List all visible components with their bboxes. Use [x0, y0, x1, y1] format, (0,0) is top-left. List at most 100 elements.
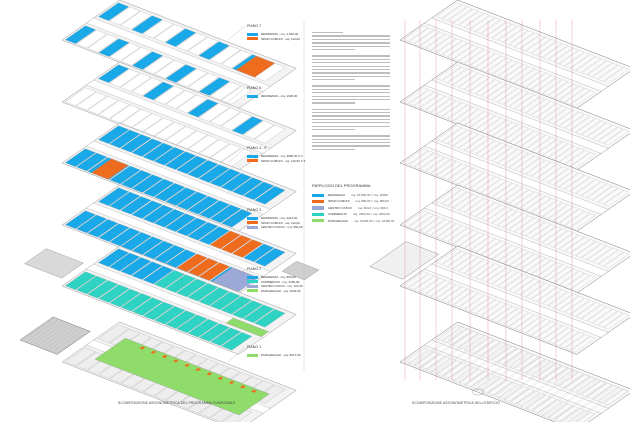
room-cell: [198, 103, 230, 122]
wall-partition: [425, 219, 451, 236]
floor-legend-piano45: RESIDENZA - mq. 3800,00 X 2 SPAZI COMUNI…: [247, 154, 305, 163]
wall-partition: [592, 125, 618, 142]
text-line: [312, 38, 390, 41]
stair-core: [184, 363, 190, 367]
legend-label: COMMERCIO - mq. 3450,00: [261, 279, 300, 284]
wall-partition: [469, 138, 495, 155]
wall-partition: [458, 257, 484, 274]
wall-partition: [497, 149, 523, 166]
ground-hatch: [32, 321, 67, 346]
legend-label: SPAZI COMUNI - mq. 110,00: [261, 36, 300, 41]
functional-program-stack: [19, 0, 320, 422]
ground-block: [19, 316, 91, 355]
wall-partition: [458, 170, 485, 187]
wall-partition: [469, 261, 495, 278]
wall-partition: [553, 268, 580, 285]
wall-partition: [586, 60, 613, 77]
building-level-4: [399, 122, 630, 232]
wall-partition: [403, 87, 429, 104]
wall-partition: [514, 253, 540, 270]
wall-partition: [577, 412, 596, 422]
wall-partition: [436, 161, 462, 178]
wall-partition: [592, 248, 618, 265]
wall-partition: [514, 130, 540, 147]
wall-partition: [503, 151, 529, 168]
legend-label: RESIDENZA - mq. 4214,00: [261, 216, 298, 220]
wall-partition: [603, 252, 629, 269]
room-cell: [143, 240, 175, 260]
common-space-block: [235, 55, 276, 78]
text-line: [312, 112, 390, 114]
wall-partition: [536, 77, 563, 94]
corridor: [86, 79, 271, 154]
room-cell: [187, 283, 219, 302]
riepilogo-swatch: [312, 200, 324, 204]
ground-hatch: [21, 317, 56, 341]
room-cell: [220, 112, 252, 131]
wall-partition: [464, 259, 490, 276]
wall-partition: [464, 136, 490, 153]
room-cell: [210, 143, 242, 162]
wall-partition: [419, 32, 446, 49]
room-cell: [243, 243, 275, 262]
text-line: [312, 75, 390, 77]
room-cell: [98, 284, 130, 303]
wall-partition: [441, 189, 468, 206]
wall-partition: [403, 271, 429, 288]
stair-core: [228, 381, 235, 384]
parking-bay: [532, 374, 591, 413]
wall-partition: [470, 297, 496, 314]
wall-partition: [436, 125, 462, 142]
legend-row: RESIDENZA - mq. 1900,00: [247, 94, 297, 99]
wall-partition: [475, 375, 501, 392]
legend-label: RESIDENZA - mq. 850,00: [261, 275, 296, 279]
text-line: [312, 58, 390, 61]
ground-slab: [19, 316, 91, 355]
floor-plan-piano2: [24, 245, 297, 355]
parking-bay: [510, 365, 569, 405]
wall-partition: [525, 258, 552, 275]
wall-partition: [548, 81, 574, 98]
room-cell: [143, 55, 175, 75]
room-cell: [165, 274, 197, 293]
wall-partition: [481, 178, 507, 195]
wall-partition: [564, 175, 590, 192]
wall-partition: [475, 202, 501, 219]
room-cell: [209, 168, 241, 188]
wall-partition: [503, 386, 529, 403]
wall-partition: [514, 354, 540, 371]
wall-partition: [547, 291, 574, 308]
wall-partition: [575, 56, 601, 73]
room-cell: [120, 11, 152, 30]
wall-partition: [564, 52, 590, 69]
parking-strip: [225, 317, 269, 337]
wall-partition: [514, 278, 540, 295]
wall-partition: [568, 410, 591, 422]
room-cell: [176, 94, 208, 114]
riepilogo-title: RIEPILOGO DEL PROGRAMMA: [312, 183, 371, 188]
floor-legend-piano3: RESIDENZA - mq. 4214,00 SPAZI COMUNI - m…: [247, 216, 303, 230]
wall-partition: [452, 255, 479, 272]
wall-partition: [436, 2, 462, 19]
wall-partition: [542, 325, 568, 342]
wall-partition: [592, 63, 618, 80]
wall-partition: [564, 114, 590, 131]
room-cell: [109, 227, 141, 247]
wall-partition: [497, 272, 523, 289]
legend-label: RESIDENZA - mq. 1.600,00: [261, 32, 299, 36]
text-line: [312, 42, 390, 44]
parking-area: [94, 337, 270, 416]
wall-partition: [447, 288, 474, 305]
wall-partition: [458, 109, 485, 126]
room-cell: [142, 81, 174, 101]
wall-partition: [525, 196, 552, 213]
room-cell: [187, 135, 219, 154]
room-cell: [176, 278, 208, 298]
wall-partition: [581, 120, 607, 137]
room-cell: [254, 125, 286, 144]
wall-partition: [564, 334, 591, 351]
wall-partition: [581, 181, 607, 198]
legend-row: SPAZI COMUNI - mq. 110,00: [247, 37, 300, 42]
wall-partition: [553, 145, 580, 162]
